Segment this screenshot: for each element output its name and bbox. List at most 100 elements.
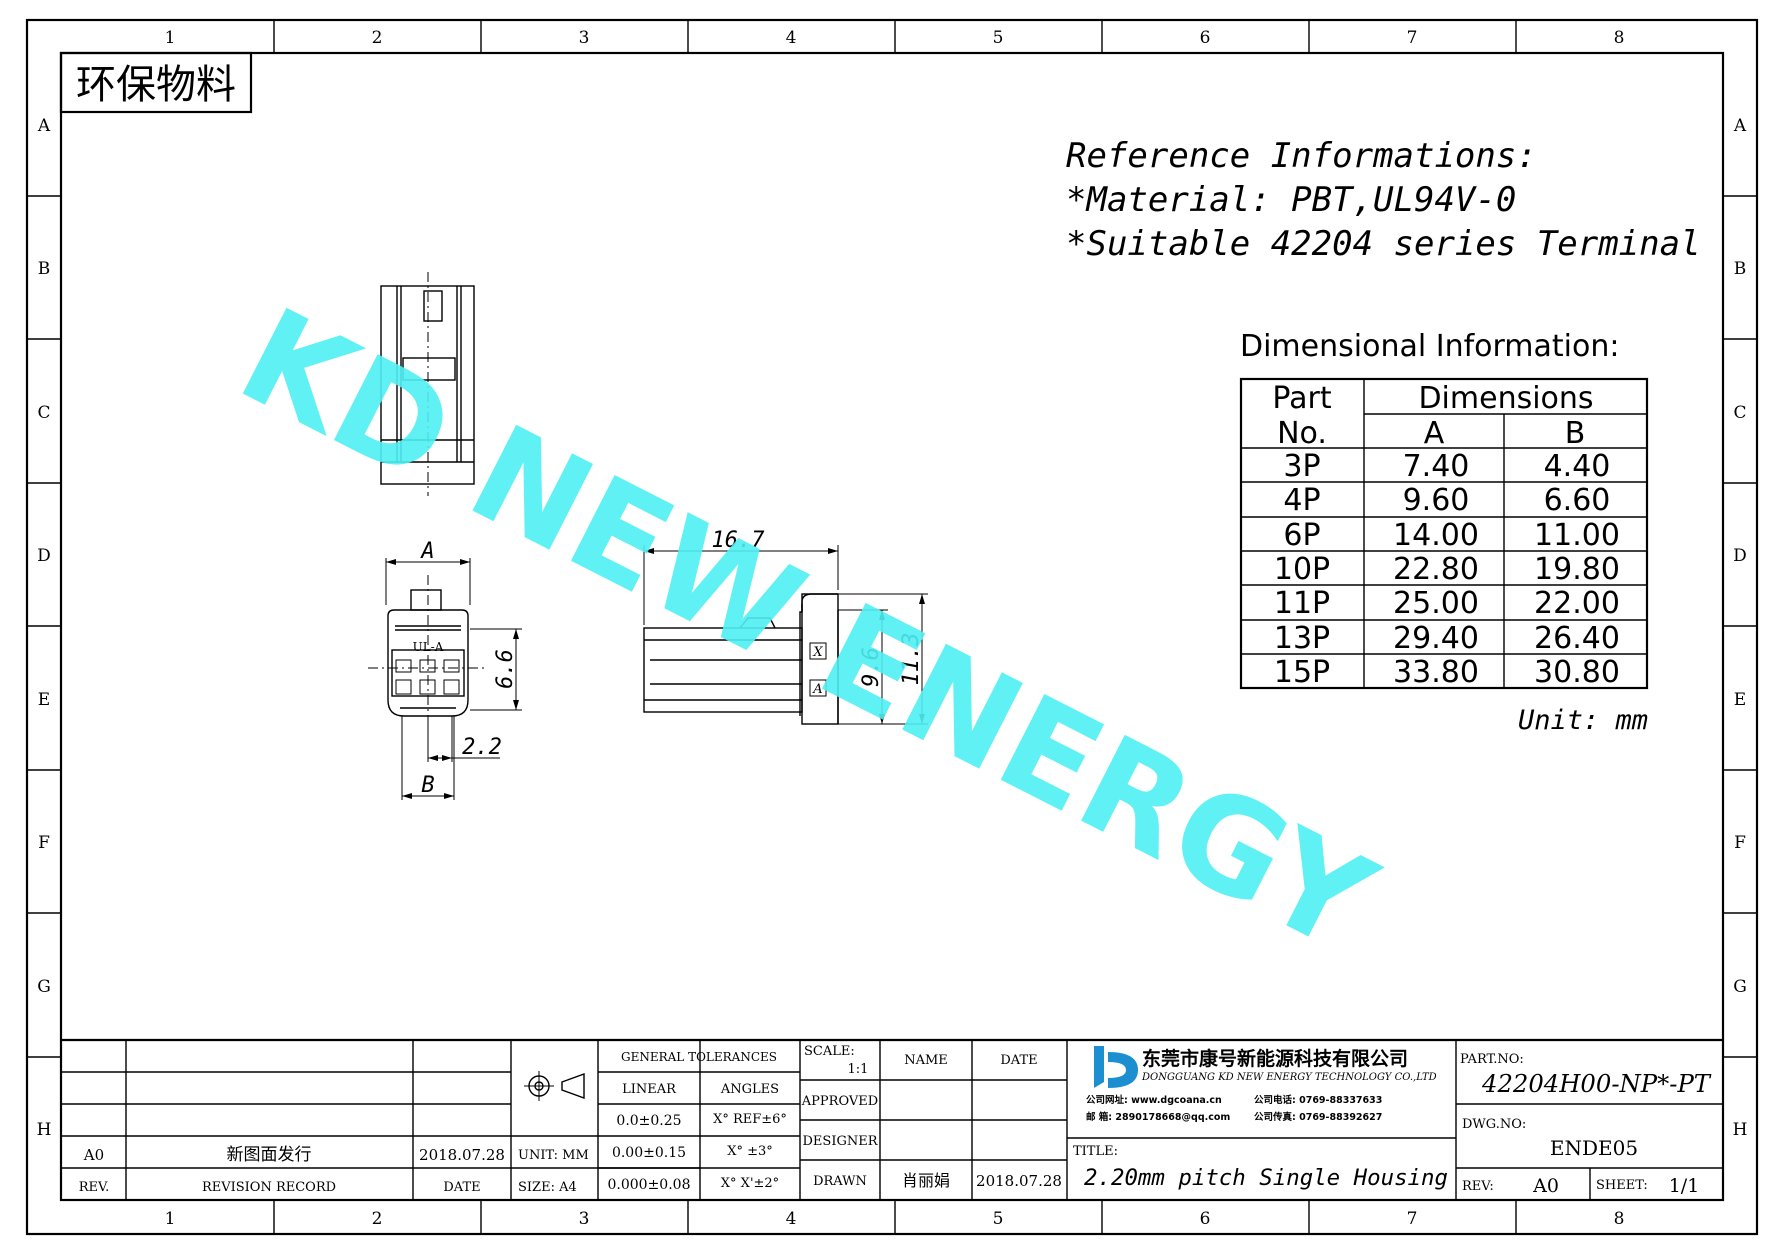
col-label-bottom: 3 xyxy=(579,1209,590,1229)
linear-tol-3: 0.000±0.08 xyxy=(608,1177,691,1193)
grid-dividers xyxy=(27,20,1757,1234)
row-label-right: F xyxy=(1734,833,1746,853)
size-field: SIZE: A4 xyxy=(518,1180,577,1195)
rev-value: A0 xyxy=(83,1146,104,1164)
dimension-b-label: B xyxy=(421,773,434,798)
dimension-9-6-label: 9.6 xyxy=(859,647,884,687)
name-header: NAME xyxy=(904,1053,948,1068)
row-label-left: C xyxy=(37,403,50,423)
angle-tol-3: X° X'±2° xyxy=(721,1176,779,1191)
table-cell-part: 6P xyxy=(1283,518,1320,553)
part-no-value: 42204H00-NP*-PT xyxy=(1481,1070,1712,1098)
table-cell-a: 14.00 xyxy=(1393,518,1479,553)
table-cell-part: 11P xyxy=(1274,586,1330,621)
reference-terminal: *Suitable 42204 series Terminal xyxy=(1066,224,1701,264)
row-label-left: D xyxy=(37,546,51,566)
row-label-right: B xyxy=(1734,259,1747,279)
row-label-left: B xyxy=(38,259,51,279)
col-label-bottom: 8 xyxy=(1614,1209,1625,1229)
row-label-left: F xyxy=(38,833,50,853)
dimension-16-7 xyxy=(643,545,839,625)
sheet-label: SHEET: xyxy=(1596,1178,1648,1193)
col-label-top: 6 xyxy=(1200,28,1211,48)
table-cell-part: 10P xyxy=(1274,552,1330,587)
table-header-a: A xyxy=(1424,416,1445,451)
row-label-right: A xyxy=(1733,116,1747,136)
revision-record-value: 新图面发行 xyxy=(227,1145,312,1165)
angle-tol-2: X° ±3° xyxy=(727,1144,773,1159)
dimension-b xyxy=(401,716,455,800)
linear-tol-2: 0.00±0.15 xyxy=(612,1145,686,1161)
table-cell-a: 9.60 xyxy=(1403,483,1470,518)
row-label-right: E xyxy=(1734,690,1746,710)
scale-label: SCALE: xyxy=(804,1044,855,1059)
sheet-value: 1/1 xyxy=(1669,1175,1700,1197)
rev-label: REV. xyxy=(79,1180,110,1195)
housing-front-view xyxy=(368,575,488,735)
col-label-top: 5 xyxy=(993,28,1004,48)
dimension-6-6 xyxy=(470,628,522,711)
dimension-2-2 xyxy=(427,716,500,762)
row-label-left: G xyxy=(37,977,51,997)
table-header-part: Part xyxy=(1272,381,1331,416)
table-header-b: B xyxy=(1565,416,1586,451)
watermark: KD NEW ENERGY xyxy=(217,279,1396,981)
housing-top-view xyxy=(380,272,475,496)
designer-label: DESIGNER xyxy=(803,1134,879,1149)
company-logo-icon xyxy=(1094,1046,1138,1088)
ul-mark: UL-A xyxy=(413,640,444,654)
company-web: 公司网址: www.dgcoana.cn xyxy=(1086,1094,1222,1106)
dimension-table xyxy=(1239,377,1649,690)
col-label-top: 2 xyxy=(372,28,383,48)
col-label-bottom: 4 xyxy=(786,1209,797,1229)
drawn-name: 肖丽娟 xyxy=(902,1171,950,1190)
table-cell-b: 22.00 xyxy=(1534,586,1620,621)
approved-label: APPROVED xyxy=(801,1094,878,1109)
dimension-6-6-label: 6.6 xyxy=(493,649,518,689)
table-cell-part: 3P xyxy=(1283,449,1320,484)
table-cell-part: 13P xyxy=(1274,621,1330,656)
company-tel: 公司电话: 0769-88337633 xyxy=(1254,1094,1382,1106)
side-mark-x: X xyxy=(812,645,823,660)
table-header-no: No. xyxy=(1277,416,1327,451)
row-label-right: G xyxy=(1733,977,1747,997)
col-label-top: 8 xyxy=(1614,28,1625,48)
housing-side-view xyxy=(643,593,839,725)
dimension-2-2-label: 2.2 xyxy=(462,735,502,760)
table-header-dimensions: Dimensions xyxy=(1418,381,1593,416)
linear-header: LINEAR xyxy=(622,1082,677,1097)
drawn-date: 2018.07.28 xyxy=(976,1172,1062,1190)
table-cell-a: 7.40 xyxy=(1403,449,1470,484)
dimension-a-label: A xyxy=(419,539,434,564)
col-label-bottom: 2 xyxy=(372,1209,383,1229)
date-label: DATE xyxy=(443,1180,480,1195)
col-label-bottom: 5 xyxy=(993,1209,1004,1229)
eco-stamp: 环保物料 xyxy=(76,62,236,108)
title-value: 2.20mm pitch Single Housing xyxy=(1084,1166,1448,1191)
reference-title: Reference Informations: xyxy=(1066,136,1537,176)
date-header: DATE xyxy=(1000,1053,1037,1068)
dimension-11-3-label: 11.3 xyxy=(899,633,924,686)
col-label-bottom: 7 xyxy=(1407,1209,1418,1229)
table-cell-b: 26.40 xyxy=(1534,621,1620,656)
rev-date-value: 2018.07.28 xyxy=(419,1146,505,1164)
rev2-label: REV: xyxy=(1462,1179,1494,1194)
col-label-bottom: 6 xyxy=(1200,1209,1211,1229)
dimension-a xyxy=(385,558,471,605)
drawn-label: DRAWN xyxy=(813,1174,867,1189)
row-label-right: D xyxy=(1733,546,1747,566)
dwg-no-value: ENDE05 xyxy=(1550,1136,1638,1160)
angles-header: ANGLES xyxy=(720,1082,779,1097)
dimension-9-6 xyxy=(838,609,888,725)
reference-material: *Material: PBT,UL94V-0 xyxy=(1066,180,1516,220)
table-cell-b: 6.60 xyxy=(1544,483,1611,518)
row-label-left: A xyxy=(37,116,51,136)
revision-record-label: REVISION RECORD xyxy=(202,1180,336,1195)
table-cell-b: 11.00 xyxy=(1534,518,1620,553)
table-cell-b: 30.80 xyxy=(1534,655,1620,690)
unit-label: Unit: mm xyxy=(1518,705,1648,736)
dimension-16-7-label: 16.7 xyxy=(712,528,766,553)
table-cell-part: 4P xyxy=(1283,483,1320,518)
general-tolerances: GENERAL TOLERANCES xyxy=(621,1050,777,1064)
